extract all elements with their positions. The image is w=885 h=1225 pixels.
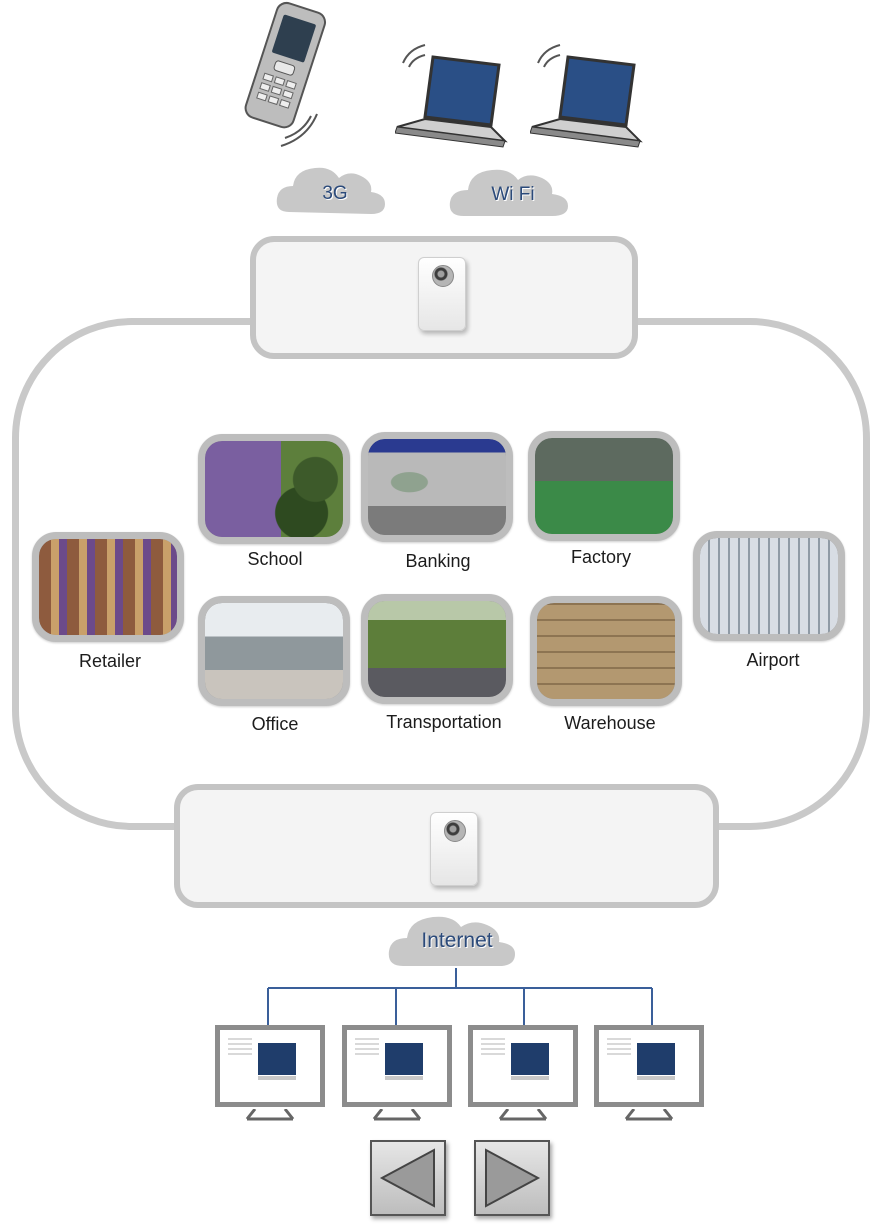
monitor-icon — [215, 1025, 325, 1125]
cloud-3g — [276, 167, 385, 214]
internet-label: Internet — [421, 929, 493, 952]
scene-label-airport: Airport — [746, 650, 800, 670]
next-slide-button[interactable] — [474, 1140, 550, 1216]
monitor-icon — [594, 1025, 704, 1125]
scene-label-factory: Factory — [570, 547, 631, 567]
monitor-icon — [468, 1025, 578, 1125]
cellular-network-label: 3G — [322, 183, 348, 204]
wifi-network-label: Wi Fi — [491, 184, 535, 205]
previous-slide-button[interactable] — [370, 1140, 446, 1216]
scene-label-warehouse: Warehouse — [564, 713, 656, 733]
scene-retailer-photo — [32, 532, 184, 642]
ip-camera-icon — [418, 257, 466, 331]
laptop-icon — [530, 44, 643, 148]
mobile-phone-icon — [244, 1, 327, 147]
scene-label-transportation: Transportation — [386, 712, 502, 732]
scene-banking-photo — [361, 432, 513, 542]
scene-office-photo — [198, 596, 350, 706]
scene-warehouse-photo — [530, 596, 682, 706]
scene-airport-photo — [693, 531, 845, 641]
scene-transportation-photo — [361, 594, 513, 704]
laptop-icon — [395, 44, 508, 148]
scene-factory-photo — [528, 431, 680, 541]
scene-label-retailer: Retailer — [78, 651, 142, 671]
cloud-internet — [388, 916, 515, 966]
left-triangle-icon — [379, 1148, 435, 1208]
scene-label-school: School — [247, 549, 303, 569]
scene-label-banking: Banking — [405, 551, 471, 571]
scene-school-photo — [198, 434, 350, 544]
scene-label-office: Office — [251, 714, 299, 734]
cloud-wifi — [449, 169, 568, 216]
ip-camera-icon — [430, 812, 478, 886]
right-triangle-icon — [485, 1148, 541, 1208]
monitor-icon — [342, 1025, 452, 1125]
